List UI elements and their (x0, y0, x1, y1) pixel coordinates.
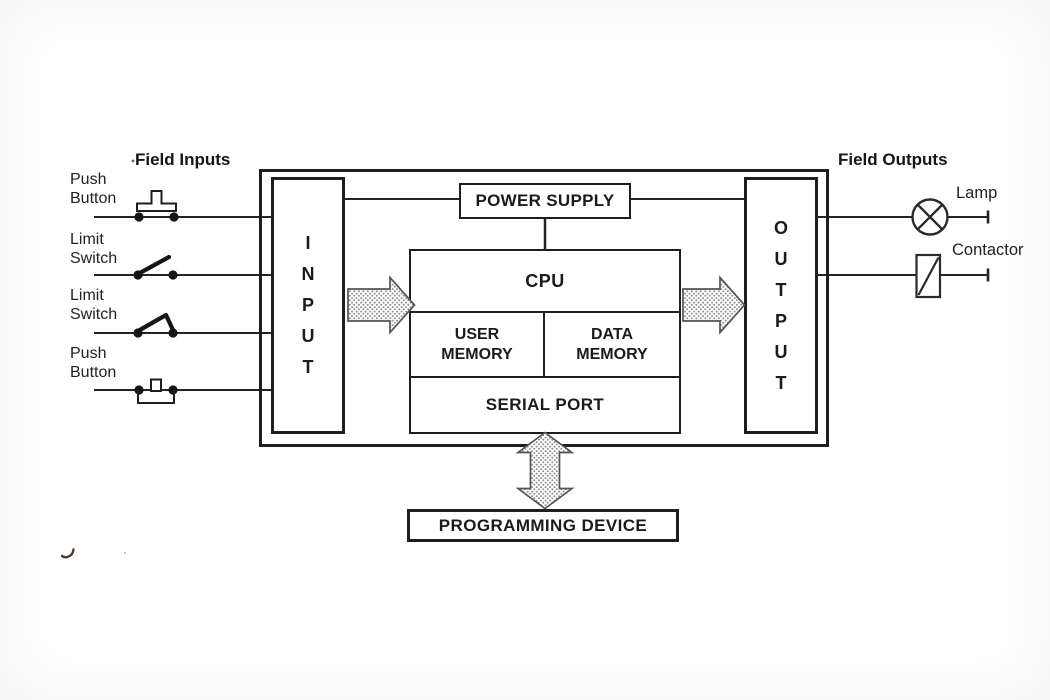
field-inputs-heading: Field Inputs (135, 150, 231, 169)
limit-switch-1-label: Limit Switch (70, 231, 118, 267)
push-button-nc-icon (137, 378, 175, 404)
programming-device-label: PROGRAMMING DEVICE (438, 515, 648, 535)
photo-artifacts (60, 159, 135, 559)
serial-port-label: SERIAL PORT (485, 395, 605, 414)
field-input-wires (94, 216, 274, 391)
cpu-label: CPU (525, 270, 565, 291)
programming-device-box: PROGRAMMING DEVICE (407, 509, 679, 542)
field-outputs-heading: Field Outputs (838, 150, 948, 169)
user-memory-cell: USER MEMORY (411, 313, 545, 376)
output-module-label: O U T P U T (773, 217, 788, 393)
contactor-label: Contactor (952, 241, 1024, 259)
push-button-no-icon (136, 190, 177, 212)
data-memory-label: DATA MEMORY (576, 325, 648, 363)
limit-switch-open-icon (135, 254, 172, 277)
serial-port-section: SERIAL PORT (411, 378, 679, 432)
limit-switch-2-label: Limit Switch (70, 287, 118, 323)
lamp-cross-icon (917, 204, 943, 230)
field-output-wires (817, 198, 990, 299)
contact-dots (133, 212, 179, 395)
power-bus-wire (345, 198, 745, 250)
limit-switch-closed-icon (135, 312, 176, 334)
ink-curl-artifact (60, 548, 75, 559)
cpu-section: CPU (411, 251, 679, 313)
cpu-block: CPU USER MEMORY DATA MEMORY SERIAL PORT (409, 249, 681, 434)
memory-section: USER MEMORY DATA MEMORY (411, 313, 679, 378)
output-module-box: O U T P U T (744, 177, 818, 434)
user-memory-label: USER MEMORY (441, 325, 513, 363)
power-supply-box: POWER SUPPLY (459, 183, 631, 219)
input-module-box: I N P U T (271, 177, 345, 434)
push-button-2-label: Push Button (70, 345, 117, 381)
contactor-diagonal (917, 256, 940, 296)
lamp-label: Lamp (956, 184, 998, 202)
input-module-label: I N P U T (301, 233, 315, 377)
power-supply-label: POWER SUPPLY (475, 191, 615, 210)
data-memory-cell: DATA MEMORY (545, 313, 679, 376)
push-button-1-label: Push Button (70, 171, 117, 207)
